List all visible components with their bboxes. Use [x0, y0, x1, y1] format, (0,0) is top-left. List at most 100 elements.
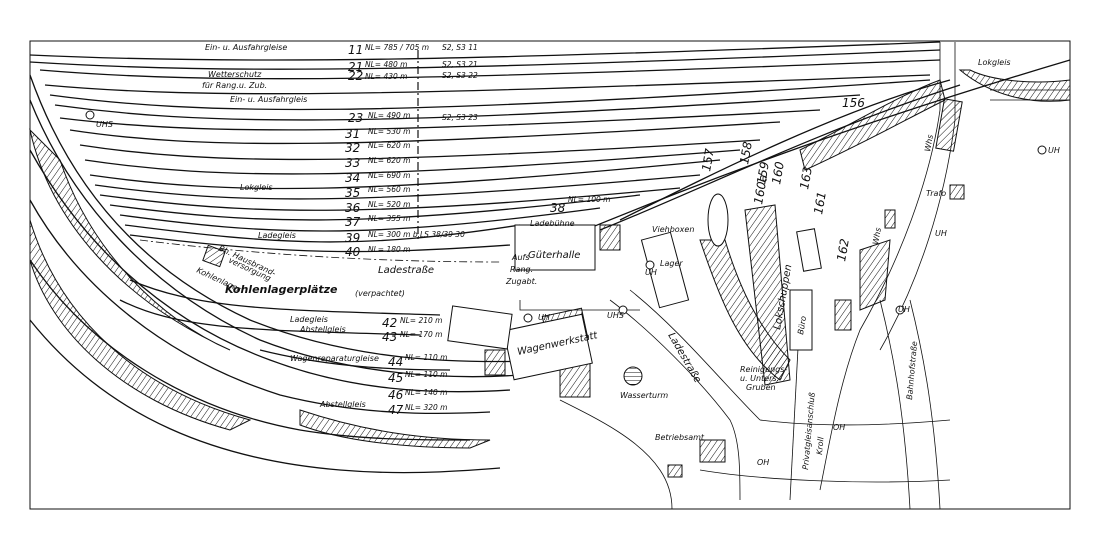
track-37-nl: NL= 355 m [368, 214, 410, 223]
zugabt-label: Zugabt. [505, 277, 537, 286]
ladebuehne-label: Ladebühne [530, 219, 575, 228]
kroll-label: Kroll [815, 436, 826, 455]
track-157: 157 [699, 147, 717, 172]
track-31-nl: NL= 530 m [368, 127, 410, 136]
track-37: 37 [345, 215, 361, 229]
ladegleis2-label: Ladegleis [290, 315, 328, 324]
reinigung2-label: u. Unters.- [740, 374, 782, 383]
track-35-nl: NL= 560 m [368, 185, 410, 194]
lokgleis-label: Lokgleis [240, 183, 273, 192]
track-11-signal: S2, S3 11 [442, 43, 478, 52]
track-162: 162 [834, 238, 852, 263]
track-45-nl: NL= 110 m [405, 370, 447, 379]
track-42-nl: NL= 210 m [400, 316, 442, 325]
track-22-nl: NL= 430 m [365, 72, 407, 81]
kohlenlager-label: Kohlenlagerplätze [225, 283, 338, 296]
abstellgleis2-label: Abstellgleis [319, 400, 366, 409]
buero-building [789, 289, 813, 351]
track-34: 34 [345, 171, 360, 185]
track-161: 161 [811, 191, 829, 216]
privatgleis-label: Privatgleisanschluß [801, 392, 817, 470]
roads [519, 289, 941, 510]
track-43-nl: NL= 170 m [400, 330, 442, 339]
track-38-nl: NL= 100 m [568, 195, 610, 204]
track-22-signal: S2, S3 22 [442, 71, 478, 80]
uh-label-5: UH [1048, 146, 1060, 155]
track-158: 158 [737, 140, 755, 165]
ladestrasse2-label: Ladestraße [665, 331, 703, 385]
oh-label-2: OH [757, 458, 769, 467]
whs2-label: Whs [871, 227, 883, 245]
oh-label-1: OH [833, 423, 845, 432]
track-31: 31 [345, 127, 360, 141]
reinigung3-label: Gruben [746, 383, 776, 392]
map-frame [29, 40, 1071, 510]
rang-label: Rang. [510, 265, 533, 274]
track-39-nl: NL= 300 m b.LS 38/39 30 [368, 230, 465, 239]
track-34-nl: NL= 690 m [368, 171, 410, 180]
track-23-nl: NL= 490 m [368, 111, 410, 120]
abstellgleis-label: Abstellgleis [299, 325, 346, 334]
reinigung1-label: Reinigungs- [740, 365, 787, 374]
track-160: 160 [769, 160, 787, 185]
track-46: 46 [388, 388, 404, 402]
track-22: 22 [348, 69, 363, 83]
rangzub-label: für Rang.u. Zub. [202, 81, 267, 90]
bahnhofstrasse-label: Bahnhofstraße [905, 341, 919, 400]
track-44: 44 [388, 355, 403, 369]
ladegleis-label: Ladegleis [258, 231, 296, 240]
track-11: 11 [348, 43, 363, 57]
wetterschutz-label: Wetterschutz [208, 70, 262, 79]
ladestrasse-label: Ladestraße [378, 265, 434, 276]
track-23-signal: S2, S3 23 [442, 113, 478, 122]
track-32: 32 [345, 141, 360, 155]
track-35: 35 [345, 186, 360, 200]
betriebsamt-label: Betriebsamt [655, 433, 705, 442]
track-38: 38 [550, 201, 566, 215]
ladestrasse-line [139, 239, 501, 263]
einfahr2-label: Ein- u. Ausfahrgleis [230, 95, 307, 104]
uh-label-2: UH [645, 268, 657, 277]
trafo-label: Trafo [926, 189, 946, 198]
buero-label: Büro [796, 315, 808, 335]
track-36: 36 [345, 201, 361, 215]
right-track-numbers: 156 157 158 159 160 160a 161 162 163 [699, 96, 865, 263]
buildings [85, 110, 1047, 386]
track-23: 23 [348, 111, 363, 125]
track-46-nl: NL= 140 m [405, 388, 447, 397]
aufs-label: Aufs [511, 253, 530, 262]
right-tracks [559, 42, 1071, 501]
uh-label-3: UH [935, 229, 947, 238]
track-39: 39 [345, 231, 360, 245]
gueterhalle-label: Güterhalle [528, 250, 580, 261]
uh-label-1: UH [538, 313, 550, 322]
einfahr-label: Ein- u. Ausfahrgleise [205, 43, 287, 52]
wasserturm-symbol [623, 366, 643, 386]
track-159: 159 [754, 161, 772, 186]
track-40: 40 [345, 245, 361, 259]
lager-label: Lager [660, 259, 683, 268]
track-45: 45 [388, 371, 403, 385]
uh-label-4: UH [898, 305, 910, 314]
track-163: 163 [797, 166, 815, 191]
track-21-nl: NL= 480 m [365, 60, 407, 69]
track-160a: 160a [751, 173, 770, 205]
track-47: 47 [388, 403, 404, 417]
track-33: 33 [345, 156, 360, 170]
kohlenlager2-label: Kohlenlager [195, 266, 243, 295]
wagenwerkstatt-building [503, 313, 593, 381]
track-36-nl: NL= 520 m [368, 200, 410, 209]
yard-tracks [29, 41, 941, 474]
track-47-nl: NL= 320 m [405, 403, 447, 412]
track-44-nl: NL= 110 m [405, 353, 447, 362]
uhs-label-2: UHS [607, 311, 624, 320]
hatched-areas [29, 69, 1071, 478]
wasserturm-label: Wasserturm [620, 391, 668, 400]
whs-label: Whs [923, 134, 935, 152]
verpachtet-label: (verpachtet) [355, 289, 405, 298]
turntable [707, 193, 729, 247]
uhs-label: UHS [96, 120, 113, 129]
track-43: 43 [382, 330, 397, 344]
track-21: 21 [348, 60, 363, 74]
